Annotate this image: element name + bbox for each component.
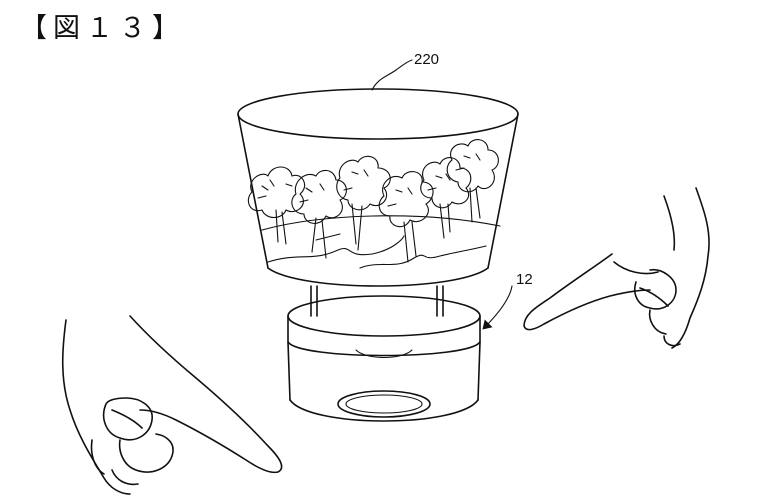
label-12-text: 12 bbox=[516, 271, 533, 288]
label-220-text: 220 bbox=[414, 51, 439, 68]
right-hand bbox=[523, 187, 710, 349]
left-hand bbox=[61, 315, 283, 495]
tree-illustration bbox=[247, 139, 499, 263]
base-device bbox=[287, 295, 481, 422]
support-posts bbox=[310, 285, 444, 317]
label-220: 220 bbox=[371, 51, 439, 91]
figure-title: 【図１３】 bbox=[20, 13, 185, 44]
cone-display bbox=[237, 88, 519, 287]
label-12: 12 bbox=[482, 271, 533, 330]
